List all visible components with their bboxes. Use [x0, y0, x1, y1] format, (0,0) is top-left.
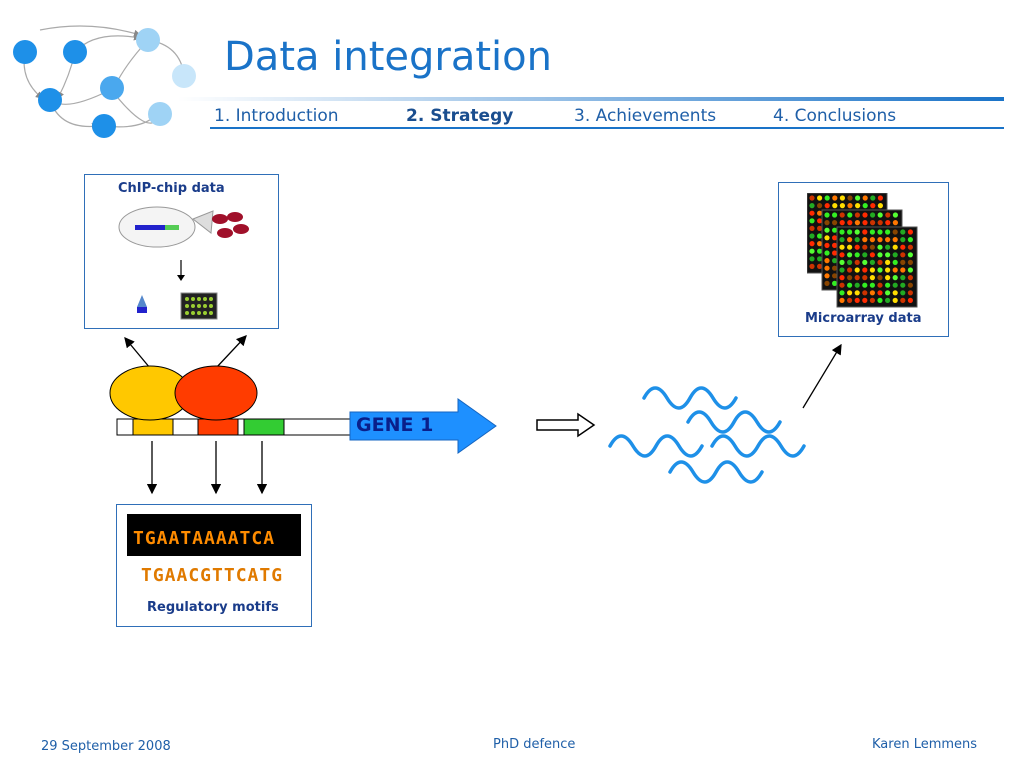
arrow-tf-to-chip-2 [215, 335, 247, 369]
footer-author: Karen Lemmens [872, 737, 978, 752]
motif-top-sequence: TGAATAAAATCA [133, 528, 276, 549]
header-rule-top [178, 97, 1004, 101]
motif-logo-bottom: TGAACGTTCATG [141, 561, 291, 593]
arrow-to-microarray [802, 343, 842, 409]
nav-item-introduction[interactable]: 1. Introduction [214, 106, 339, 126]
regulatory-motifs-label: Regulatory motifs [147, 600, 279, 615]
mrna-waves [608, 386, 806, 484]
header-rule-bottom [210, 127, 1004, 129]
slide-title: Data integration [224, 34, 552, 80]
transcription-factor-red [174, 365, 258, 421]
footer-date: 29 September 2008 [41, 739, 171, 754]
transcription-arrow [536, 412, 596, 438]
gene-label: GENE 1 [356, 414, 434, 436]
microarray-label: Microarray data [805, 311, 922, 326]
chip-chip-box: ChIP-chip data [84, 174, 279, 329]
motif-bottom-sequence: TGAACGTTCATG [141, 565, 284, 586]
arrow-tf-to-chip-1 [124, 337, 151, 369]
nav-item-conclusions[interactable]: 4. Conclusions [773, 106, 897, 126]
gene-arrow [349, 398, 497, 454]
microarray-box: Microarray data [778, 182, 949, 337]
binding-site-yellow [132, 418, 174, 436]
binding-site-red [197, 418, 239, 436]
chip-chip-label: ChIP-chip data [118, 181, 225, 196]
regulatory-motifs-box: TGAATAAAATCA TGAACGTTCATG Regulatory mot… [116, 504, 312, 627]
nav-item-achievements[interactable]: 3. Achievements [574, 106, 717, 126]
microarray-illustration [807, 193, 918, 308]
binding-site-green [243, 418, 285, 436]
network-logo [13, 25, 196, 138]
motif-logo-top: TGAATAAAATCA [127, 514, 301, 556]
nav-item-strategy[interactable]: 2. Strategy [406, 106, 514, 126]
chip-chip-illustration [118, 206, 249, 320]
footer-event: PhD defence [493, 737, 576, 752]
